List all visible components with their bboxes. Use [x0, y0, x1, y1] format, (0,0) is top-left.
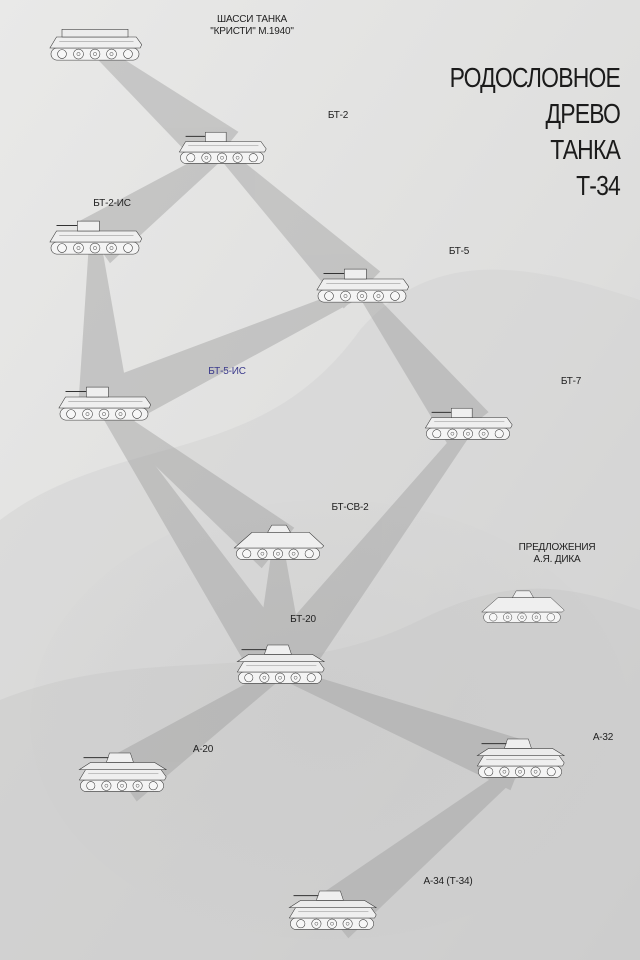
lineage-connector-a32-a34 [315, 761, 524, 939]
lineage-connector-bt5is-btsv2 [100, 403, 295, 569]
title-line: Т-34 [576, 170, 621, 201]
title-line: ТАНКА [550, 134, 621, 165]
lineage-connector-bt20-a32 [277, 666, 530, 791]
tank-drawing-a34 [288, 890, 378, 930]
tank-drawing-a20 [78, 752, 168, 792]
label-a20: А-20 [192, 744, 214, 755]
lineage-connector-btsv2-bt20 [254, 547, 306, 673]
label-bt2is: БТ-2-ИС [93, 198, 131, 209]
title-line: РОДОСЛОВНОЕ [449, 62, 621, 93]
label-a32: А-32 [592, 732, 614, 743]
label-dik: ПРЕДЛОЖЕНИЯ А.Я. ДИКА [518, 542, 596, 565]
lineage-connector-bt2-bt5 [217, 147, 381, 309]
tank-drawings [49, 29, 566, 930]
tank-drawing-bt20 [236, 644, 326, 684]
lineage-connector-christie-bt2 [91, 43, 239, 173]
label-christie: ШАССИ ТАНКА "КРИСТИ" М.1940" [210, 14, 294, 37]
tank-drawing-christie [49, 29, 143, 61]
label-bt7: БТ-7 [560, 376, 582, 387]
lineage-connector-bt5-bt5is [93, 284, 365, 432]
tank-drawing-btsv2 [233, 524, 325, 560]
lineage-connector-bt7-bt20 [259, 424, 473, 688]
page-title: РОДОСЛОВНОЕ ДРЕВО ТАНКА Т-34 [407, 60, 621, 204]
tank-drawing-a32 [476, 738, 566, 778]
lineage-connector-bt5-bt7 [357, 286, 489, 444]
lineage-connector-bt5is-bt20 [99, 404, 302, 687]
label-bt2: БТ-2 [327, 110, 349, 121]
tank-drawing-dik [481, 590, 565, 623]
title-line: ДРЕВО [545, 98, 621, 129]
label-btsv2: БТ-СВ-2 [331, 502, 369, 513]
lineage-connector-bt2is-bt5is [78, 241, 130, 410]
label-bt5is: БТ-5-ИС [208, 366, 246, 377]
label-bt20: БТ-20 [290, 614, 316, 625]
label-a34: А-34 (Т-34) [423, 876, 473, 887]
label-bt5: БТ-5 [448, 246, 470, 257]
